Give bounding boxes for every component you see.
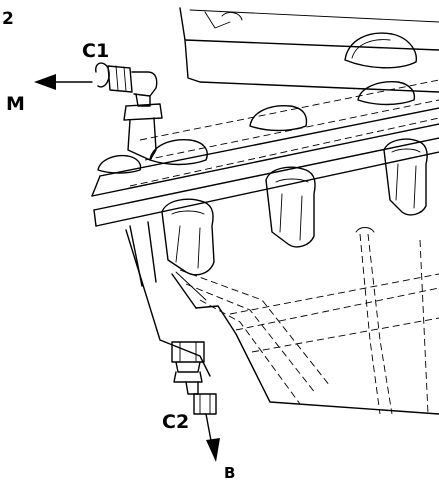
flange-plates [91,79,439,227]
b-outlet-arrow [205,413,220,462]
c2-label: C2 [162,411,189,433]
m-label: M [6,93,25,115]
c1-label: C1 [82,40,109,62]
c2-fitting [171,341,217,415]
c1-elbow-fitting [95,62,163,161]
lower-housing [125,227,439,415]
figure-number: 2 [2,9,14,29]
lower-bolt-lugs [129,138,428,287]
b-label: B [224,464,235,480]
m-outlet-arrow [34,74,93,90]
upper-bolt-lugs [97,81,416,174]
upper-housing [179,7,439,93]
